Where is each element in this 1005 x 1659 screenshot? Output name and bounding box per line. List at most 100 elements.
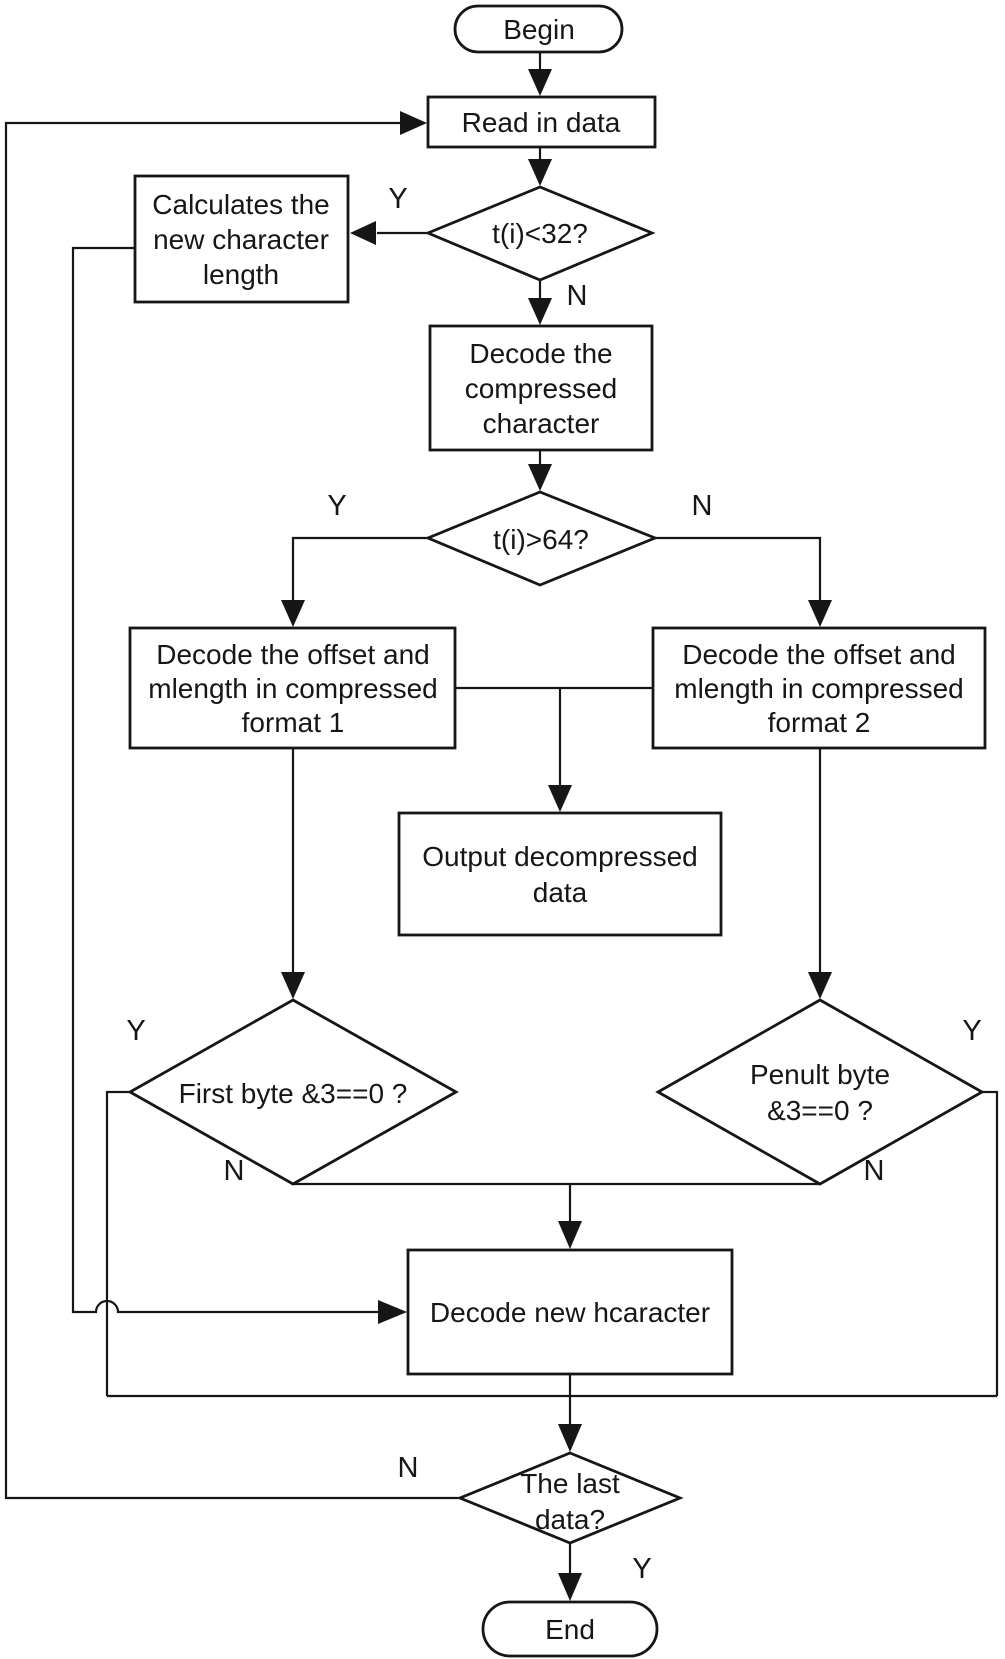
arrowhead-left-icon bbox=[350, 221, 376, 245]
edge-tlt32-yes-to-calc bbox=[350, 221, 428, 245]
penult-byte-line1: Penult byte bbox=[750, 1059, 890, 1090]
decode-format2-line1: Decode the offset and bbox=[682, 639, 955, 670]
edge-line bbox=[71, 246, 379, 1314]
t-gt-64-yes-label: Y bbox=[327, 490, 346, 522]
penult-byte-no-label: N bbox=[864, 1155, 885, 1187]
end-node: End bbox=[481, 1600, 659, 1658]
arrowhead-down-icon bbox=[528, 464, 552, 491]
arrowhead-down-icon bbox=[558, 1424, 582, 1452]
edge-lastdata-no-to-read bbox=[4, 111, 460, 1500]
edge-firstbyte-yes-join bbox=[105, 1090, 130, 1396]
decode-format2-shape bbox=[651, 626, 987, 750]
edge-line bbox=[4, 121, 460, 1500]
decode-format1-line2: mlength in compressed bbox=[148, 673, 437, 704]
read-in-data-node: Read in data bbox=[426, 95, 657, 149]
edge-line bbox=[655, 536, 822, 601]
decode-compressed-char-node: Decode the compressed character bbox=[428, 324, 654, 452]
t-lt-32-shape bbox=[424, 185, 656, 282]
arrowhead-down-icon bbox=[281, 972, 305, 999]
first-byte-no-label: N bbox=[224, 1155, 245, 1187]
edge-begin-to-read bbox=[528, 52, 552, 96]
edge-line bbox=[982, 1090, 999, 1396]
first-byte-label: First byte &3==0 ? bbox=[179, 1078, 408, 1109]
arrowhead-down-icon bbox=[808, 972, 832, 999]
penult-byte-yes-label: Y bbox=[962, 1015, 981, 1047]
output-data-line1: Output decompressed bbox=[422, 841, 698, 872]
edge-format2-to-penultbyte bbox=[808, 748, 832, 999]
penult-byte-decision: Penult byte &3==0 ? bbox=[655, 998, 985, 1186]
edge-tgt64-no-to-format2 bbox=[655, 536, 832, 627]
t-lt-32-yes-label: Y bbox=[388, 183, 407, 215]
calc-length-line1: Calculates the bbox=[152, 189, 329, 220]
last-data-line1: The last bbox=[520, 1468, 620, 1499]
arrowhead-down-icon bbox=[281, 600, 305, 627]
arrowhead-down-icon bbox=[528, 69, 552, 96]
t-gt-64-label: t(i)>64? bbox=[493, 524, 589, 555]
edge-decodechar-to-tgt64 bbox=[528, 450, 552, 491]
arrowhead-right-icon bbox=[400, 111, 427, 135]
last-data-yes-label: Y bbox=[632, 1553, 651, 1585]
arrowhead-down-icon bbox=[558, 1573, 582, 1601]
edge-tlt32-no-to-decodechar bbox=[528, 280, 552, 325]
begin-shape bbox=[453, 4, 624, 54]
arrowhead-down-icon bbox=[548, 785, 572, 812]
edge-formats-to-output bbox=[455, 686, 653, 812]
first-byte-shape bbox=[127, 998, 459, 1186]
end-shape bbox=[481, 1600, 659, 1658]
begin-node: Begin bbox=[453, 4, 624, 54]
edge-tgt64-yes-to-format1 bbox=[281, 536, 428, 627]
last-data-no-label: N bbox=[398, 1452, 419, 1484]
decode-format2-node: Decode the offset and mlength in compres… bbox=[651, 626, 987, 750]
calc-length-line3: length bbox=[203, 259, 279, 290]
decode-format1-node: Decode the offset and mlength in compres… bbox=[128, 626, 457, 750]
last-data-decision: The last data? bbox=[456, 1451, 684, 1545]
t-lt-32-label: t(i)<32? bbox=[492, 218, 588, 249]
begin-label: Begin bbox=[503, 14, 575, 45]
edge-read-to-tlt32 bbox=[528, 147, 552, 186]
decode-format1-line3: format 1 bbox=[242, 707, 345, 738]
decode-new-char-node: Decode new hcaracter bbox=[406, 1248, 734, 1376]
t-gt-64-shape bbox=[424, 490, 659, 587]
decode-compressed-char-shape bbox=[428, 324, 654, 452]
decode-compressed-char-line3: character bbox=[483, 408, 600, 439]
decode-compressed-char-line2: compressed bbox=[465, 373, 618, 404]
output-data-node: Output decompressed data bbox=[397, 811, 723, 937]
edge-format1-to-firstbyte bbox=[281, 748, 305, 999]
arrowhead-down-icon bbox=[528, 159, 552, 186]
read-in-data-label: Read in data bbox=[462, 107, 621, 138]
decode-format2-line3: format 2 bbox=[768, 707, 871, 738]
edge-penultbyte-yes-join bbox=[982, 1090, 999, 1396]
decode-compressed-char-line1: Decode the bbox=[469, 338, 612, 369]
decode-format2-line2: mlength in compressed bbox=[674, 673, 963, 704]
decode-new-char-label: Decode new hcaracter bbox=[430, 1297, 710, 1328]
decode-format1-line1: Decode the offset and bbox=[156, 639, 429, 670]
edge-line bbox=[105, 1090, 130, 1396]
calc-length-node: Calculates the new character length bbox=[133, 174, 350, 304]
decode-new-char-shape bbox=[406, 1248, 734, 1376]
edge-decodenew-to-lastdata bbox=[558, 1374, 582, 1452]
t-lt-32-decision: t(i)<32? bbox=[424, 185, 656, 282]
edge-no-join-to-decodenew bbox=[293, 1182, 820, 1249]
calc-length-shape bbox=[133, 174, 350, 304]
last-data-line2: data? bbox=[535, 1504, 605, 1535]
calc-length-line2: new character bbox=[153, 224, 329, 255]
first-byte-decision: First byte &3==0 ? bbox=[127, 998, 459, 1186]
arrowhead-right-icon bbox=[378, 1300, 407, 1324]
t-gt-64-decision: t(i)>64? bbox=[424, 490, 659, 587]
read-in-data-shape bbox=[426, 95, 657, 149]
arrowhead-down-icon bbox=[808, 600, 832, 627]
edge-calc-to-decodenew bbox=[71, 246, 407, 1324]
end-label: End bbox=[545, 1614, 595, 1645]
edge-line bbox=[291, 536, 428, 601]
output-data-shape bbox=[397, 811, 723, 937]
last-data-shape bbox=[456, 1451, 684, 1545]
output-data-line2: data bbox=[533, 877, 588, 908]
arrowhead-down-icon bbox=[528, 298, 552, 325]
penult-byte-line2: &3==0 ? bbox=[767, 1095, 873, 1126]
decode-format1-shape bbox=[128, 626, 457, 750]
t-lt-32-no-label: N bbox=[567, 280, 588, 312]
arrowhead-down-icon bbox=[558, 1221, 582, 1249]
edge-lastdata-yes-to-end bbox=[558, 1543, 582, 1601]
